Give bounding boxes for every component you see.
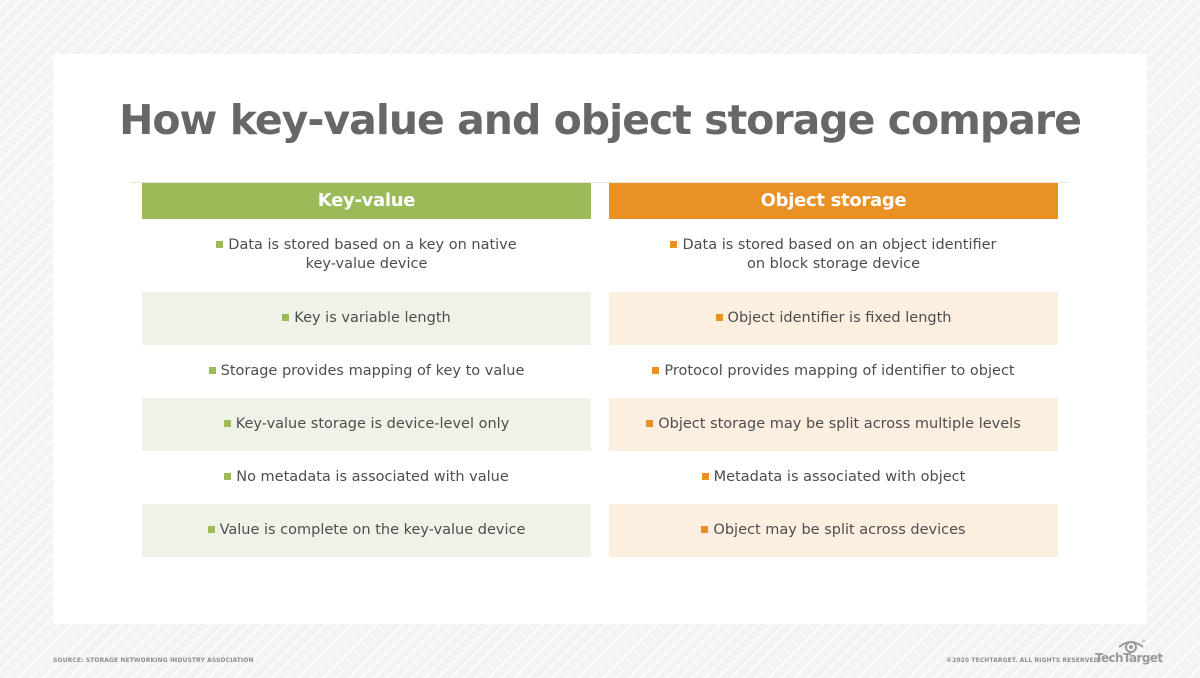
comparison-row: Object storage may be split across multi… [609, 398, 1058, 451]
comparison-row: No metadata is associated with value [142, 451, 591, 504]
row-text-line-2: key-value device [305, 255, 428, 272]
comparison-row: Metadata is associated with object [609, 451, 1058, 504]
row-text-line-2: on block storage device [746, 255, 921, 272]
square-bullet-icon [701, 473, 709, 480]
row-text: Object identifier is fixed length [727, 310, 952, 326]
square-bullet-icon [224, 473, 232, 480]
eye-icon [1118, 639, 1146, 653]
comparison-row: Key-value storage is device-level only [142, 398, 591, 451]
comparison-row: Data is stored based on a key on native … [142, 219, 591, 292]
comparison-row: Key is variable length [142, 292, 591, 345]
row-text: Key is variable length [294, 310, 451, 326]
comparison-row: Object identifier is fixed length [609, 292, 1058, 345]
techtarget-logo: TechTarget [1095, 638, 1163, 668]
square-bullet-icon [223, 420, 231, 427]
square-bullet-icon [207, 526, 215, 533]
object-storage-column: Object storage Data is stored based on a… [609, 183, 1058, 557]
row-text: Storage provides mapping of key to value [220, 363, 525, 379]
source-credit: SOURCE: STORAGE NETWORKING INDUSTRY ASSO… [53, 657, 254, 664]
header-divider [130, 182, 1068, 183]
square-bullet-icon [670, 240, 678, 248]
object-storage-header: Object storage [609, 183, 1058, 219]
comparison-row: Data is stored based on an object identi… [609, 219, 1058, 292]
square-bullet-icon [282, 314, 290, 321]
logo-text: TechTarget [1095, 651, 1163, 665]
row-text: Protocol provides mapping of identifier … [664, 363, 1015, 379]
row-text: Metadata is associated with object [713, 469, 966, 485]
key-value-header: Key-value [142, 183, 591, 219]
square-bullet-icon [216, 240, 224, 248]
row-text: Object may be split across devices [713, 522, 966, 538]
row-text: Value is complete on the key-value devic… [219, 522, 526, 538]
square-bullet-icon [208, 367, 216, 374]
row-text-line-1: Data is stored based on an object identi… [682, 236, 997, 253]
square-bullet-icon [652, 367, 660, 374]
row-text: Key-value storage is device-level only [235, 416, 510, 432]
row-text: Object storage may be split across multi… [658, 416, 1021, 432]
key-value-column: Key-value Data is stored based on a key … [142, 183, 591, 557]
page-title: How key-value and object storage compare [119, 96, 1082, 144]
square-bullet-icon [715, 314, 723, 321]
row-text: No metadata is associated with value [236, 469, 509, 485]
comparison-row: Object may be split across devices [609, 504, 1058, 557]
comparison-row: Protocol provides mapping of identifier … [609, 345, 1058, 398]
square-bullet-icon [701, 526, 709, 533]
comparison-row: Storage provides mapping of key to value [142, 345, 591, 398]
row-text-line-1: Data is stored based on a key on native [228, 236, 517, 253]
square-bullet-icon [646, 420, 654, 427]
comparison-row: Value is complete on the key-value devic… [142, 504, 591, 557]
copyright-notice: ©2020 TECHTARGET. ALL RIGHTS RESERVED [946, 657, 1099, 664]
